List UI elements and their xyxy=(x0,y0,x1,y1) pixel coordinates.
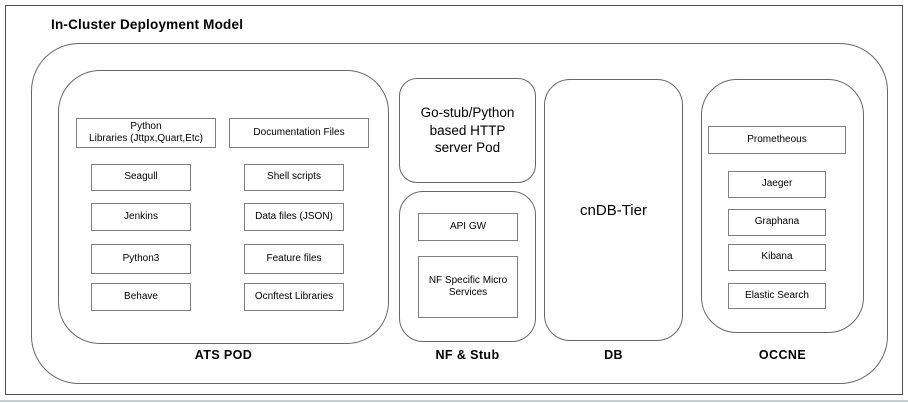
outer-frame: In-Cluster Deployment Model Python Libra… xyxy=(5,5,903,395)
ats-pod-box-feature-files: Feature files xyxy=(244,244,344,274)
occne-box-prometheous: Prometheous xyxy=(708,126,846,154)
occne-box-kibana: Kibana xyxy=(728,244,826,271)
ats-pod-box-shell-scripts: Shell scripts xyxy=(244,164,344,191)
api-gw-box: API GW xyxy=(418,213,518,241)
ats-pod-box-seagull: Seagull xyxy=(91,164,191,191)
bottom-edge-line xyxy=(0,400,908,402)
diagram-title: In-Cluster Deployment Model xyxy=(51,17,244,32)
ats-pod-box-documentation-files: Documentation Files xyxy=(229,118,369,148)
cndb-tier-text: cnDB-Tier xyxy=(580,201,647,219)
ats-pod-box-python-libraries: Python Libraries (Jttpx,Quart,Etc) xyxy=(76,118,216,148)
nf-micro-services-box: NF Specific Micro Services xyxy=(418,256,518,318)
occne-box-graphana: Graphana xyxy=(728,209,826,236)
go-stub-pod-text: Go-stub/Python based HTTP server Pod xyxy=(420,105,515,156)
go-stub-pod: Go-stub/Python based HTTP server Pod xyxy=(399,78,536,183)
nf-stub-label: NF & Stub xyxy=(435,348,500,362)
db-label: DB xyxy=(604,348,623,362)
db-container: cnDB-Tier xyxy=(544,79,683,341)
ats-pod-box-python3: Python3 xyxy=(91,244,191,274)
nf-micro-services-text: NF Specific Micro Services xyxy=(428,274,508,299)
occne-box-elastic-search: Elastic Search xyxy=(728,283,826,309)
ats-pod-box-behave: Behave xyxy=(91,283,191,311)
ats-pod-box-data-files-json: Data files (JSON) xyxy=(244,203,344,231)
occne-box-jaeger: Jaeger xyxy=(728,171,826,198)
ats-pod-box-jenkins: Jenkins xyxy=(91,203,191,231)
ats-pod-label: ATS POD xyxy=(194,348,253,362)
ats-pod-box-ocnftest-libraries: Ocnftest Libraries xyxy=(244,283,344,311)
occne-label: OCCNE xyxy=(758,348,807,362)
